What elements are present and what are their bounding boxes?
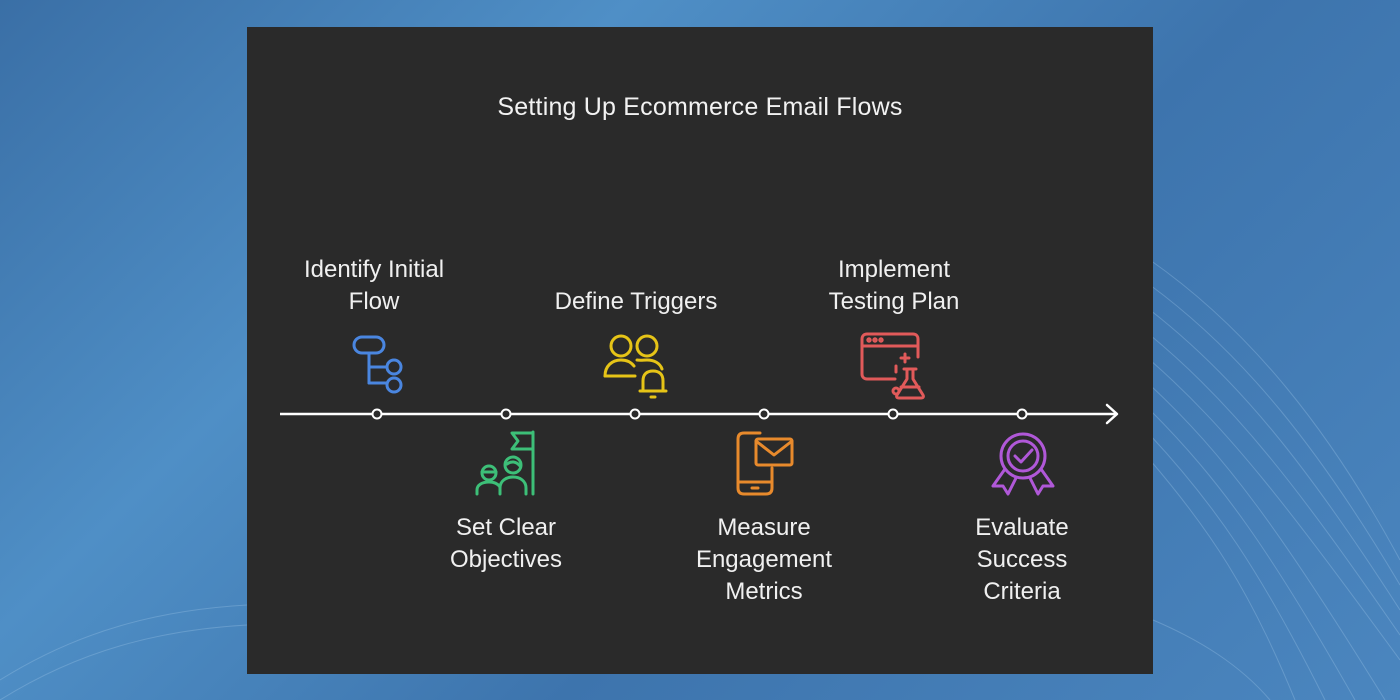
- step-label-line: Measure: [717, 514, 811, 541]
- step-label-line: Criteria: [983, 578, 1061, 605]
- step-label-line: Metrics: [725, 578, 803, 605]
- diagram-title: Setting Up Ecommerce Email Flows: [497, 93, 903, 121]
- step-label-set-clear-objectives: Set Clear Objectives: [406, 512, 606, 576]
- diagram-card: Setting Up Ecommerce Email Flows Identif…: [247, 27, 1153, 674]
- step-label-line: Success: [976, 546, 1068, 573]
- browser-flask-icon: [860, 332, 925, 400]
- step-label-define-triggers: Define Triggers: [536, 286, 736, 318]
- timeline-node: [758, 408, 770, 420]
- step-label-line: Testing Plan: [828, 288, 960, 315]
- step-label-implement-testing-plan: Implement Testing Plan: [794, 254, 994, 318]
- step-label-line: Objectives: [449, 546, 563, 573]
- timeline-node: [629, 408, 641, 420]
- target-people-flag-icon: [475, 430, 535, 496]
- users-bell-icon: [603, 334, 668, 399]
- timeline-node: [1016, 408, 1028, 420]
- step-label-line: Set Clear: [455, 514, 557, 541]
- timeline-node: [500, 408, 512, 420]
- step-label-line: Define Triggers: [554, 288, 718, 315]
- step-label-evaluate-success-criteria: Evaluate Success Criteria: [922, 512, 1122, 608]
- timeline: [280, 403, 1119, 425]
- step-label-measure-engagement-metrics: Measure Engagement Metrics: [664, 512, 864, 608]
- flowchart-icon: [352, 335, 403, 394]
- timeline-node: [371, 408, 383, 420]
- step-label-line: Engagement: [695, 546, 833, 573]
- step-label-line: Evaluate: [975, 514, 1069, 541]
- mobile-mail-icon: [736, 431, 794, 496]
- badge-check-icon: [991, 432, 1055, 496]
- step-label-line: Identify Initial: [303, 256, 445, 283]
- timeline-arrowhead: [1105, 403, 1119, 425]
- step-label-line: Flow: [348, 288, 400, 315]
- step-label-line: Implement: [837, 256, 951, 283]
- step-label-identify-initial-flow: Identify Initial Flow: [274, 254, 474, 318]
- timeline-node: [887, 408, 899, 420]
